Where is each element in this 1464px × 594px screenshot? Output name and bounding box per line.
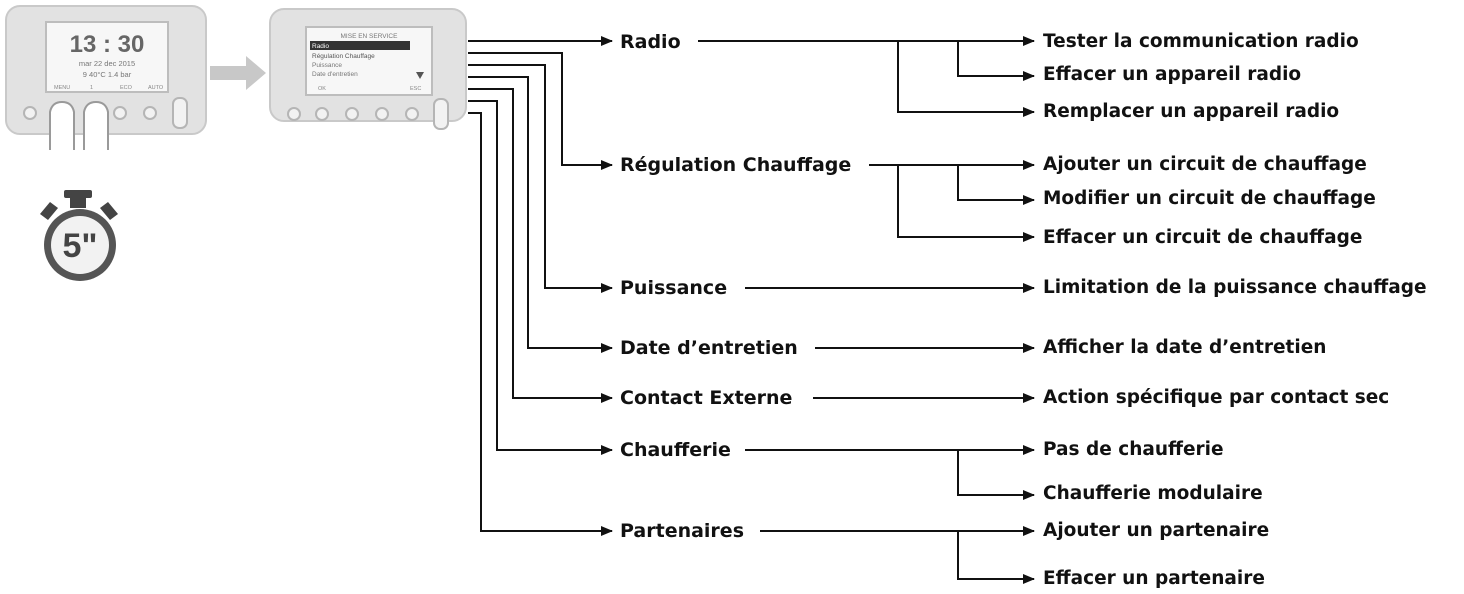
soft-key-label: ESC: [410, 86, 421, 92]
device-status: 9 40°C 1.4 bar: [83, 70, 132, 79]
submenu-item: Ajouter un circuit de chauffage: [1043, 153, 1367, 177]
device-button[interactable]: [376, 108, 388, 120]
device-date: mar 22 dec 2015: [79, 59, 135, 68]
menu-item-puissance: Puissance: [620, 276, 727, 300]
submenu-item: Remplacer un appareil radio: [1043, 100, 1339, 124]
branch-radio: [958, 41, 1034, 76]
soft-key-label: AUTO: [148, 85, 164, 91]
branch-partenaires: [958, 531, 1034, 579]
menu-item-contact-externe: Contact Externe: [620, 386, 792, 410]
device-button[interactable]: [114, 107, 126, 119]
device-rocker-button[interactable]: [434, 99, 448, 129]
menu-item-radio: Radio: [620, 30, 681, 54]
device-time: 13 : 30: [70, 31, 145, 58]
soft-key-label: MENU: [54, 85, 70, 91]
stopwatch-icon: 5": [40, 190, 118, 281]
submenu-item: Ajouter un partenaire: [1043, 519, 1269, 543]
menu-screen-item: Régulation Chauffage: [312, 53, 375, 60]
device-button[interactable]: [144, 107, 156, 119]
soft-key-label: 1: [90, 85, 93, 91]
submenu-item: Chaufferie modulaire: [1043, 482, 1263, 506]
menu-item-partenaires: Partenaires: [620, 519, 744, 543]
submenu-item: Effacer un circuit de chauffage: [1043, 226, 1362, 250]
submenu-item: Afficher la date d’entretien: [1043, 336, 1326, 360]
branch-chaufferie: [958, 450, 1034, 495]
menu-item-regulation-chauffage: Régulation Chauffage: [620, 153, 851, 177]
device-button[interactable]: [406, 108, 418, 120]
timer-label: 5": [62, 227, 97, 265]
device-button[interactable]: [288, 108, 300, 120]
device-menu-screen: MISE EN SERVICE Radio Régulation Chauffa…: [270, 9, 466, 129]
branch-regulation: [958, 165, 1034, 200]
submenu-item: Effacer un appareil radio: [1043, 63, 1301, 87]
submenu-item: Modifier un circuit de chauffage: [1043, 187, 1376, 211]
device-button[interactable]: [316, 108, 328, 120]
soft-key-label: OK: [318, 86, 326, 92]
soft-key-label: ECO: [120, 85, 133, 91]
submenu-item: Pas de chaufferie: [1043, 438, 1224, 462]
menu-item-chaufferie: Chaufferie: [620, 438, 731, 462]
device-rocker-button[interactable]: [173, 98, 187, 128]
device-button[interactable]: [24, 107, 36, 119]
device-home-screen: 13 : 30 mar 22 dec 2015 9 40°C 1.4 bar M…: [6, 6, 206, 150]
submenu-item: Effacer un partenaire: [1043, 567, 1265, 591]
menu-screen-item: Radio: [312, 43, 329, 50]
connector-date-entretien: [468, 77, 612, 348]
menu-screen-title: MISE EN SERVICE: [341, 33, 399, 40]
menu-item-date-entretien: Date d’entretien: [620, 336, 798, 360]
menu-screen-item: Puissance: [312, 62, 342, 69]
submenu-item: Tester la communication radio: [1043, 30, 1359, 54]
connector-regulation: [468, 53, 612, 165]
connector-contact-externe: [468, 89, 612, 398]
transition-arrow-icon: [210, 56, 266, 90]
submenu-item: Limitation de la puissance chauffage: [1043, 276, 1427, 300]
tree-connectors: [468, 41, 1034, 579]
submenu-item: Action spécifique par contact sec: [1043, 386, 1389, 410]
connector-puissance: [468, 65, 612, 288]
connector-partenaires: [468, 113, 612, 531]
device-button[interactable]: [346, 108, 358, 120]
menu-screen-item: Date d'entretien: [312, 71, 358, 78]
